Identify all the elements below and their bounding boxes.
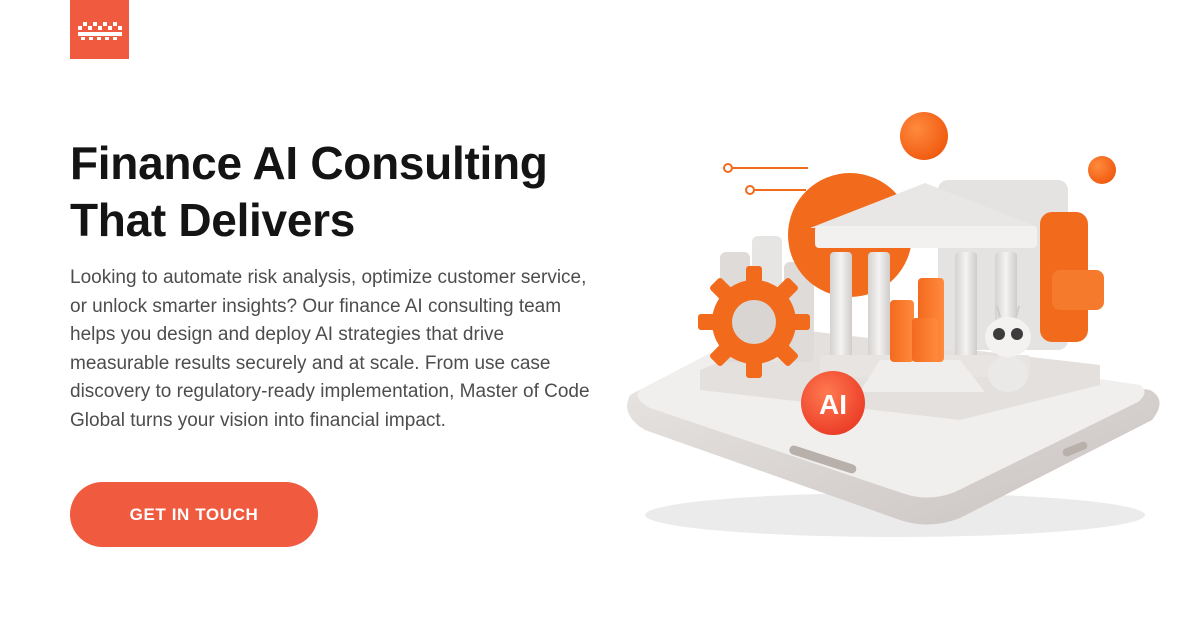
get-in-touch-button[interactable]: GET IN TOUCH [70, 482, 318, 547]
brand-logo[interactable] [70, 0, 129, 59]
page-title: Finance AI Consulting That Delivers [70, 137, 548, 246]
ai-badge: AI [801, 371, 865, 435]
finance-ai-illustration: AI [627, 112, 1160, 537]
gear-icon [698, 266, 810, 378]
bar-chart-icon [890, 278, 944, 362]
robot-icon [985, 305, 1031, 392]
master-of-code-logo-icon [77, 21, 122, 40]
hero-description: Looking to automate risk analysis, optim… [70, 267, 590, 431]
bank-icon [810, 183, 1040, 392]
ai-badge-label: AI [819, 389, 847, 420]
